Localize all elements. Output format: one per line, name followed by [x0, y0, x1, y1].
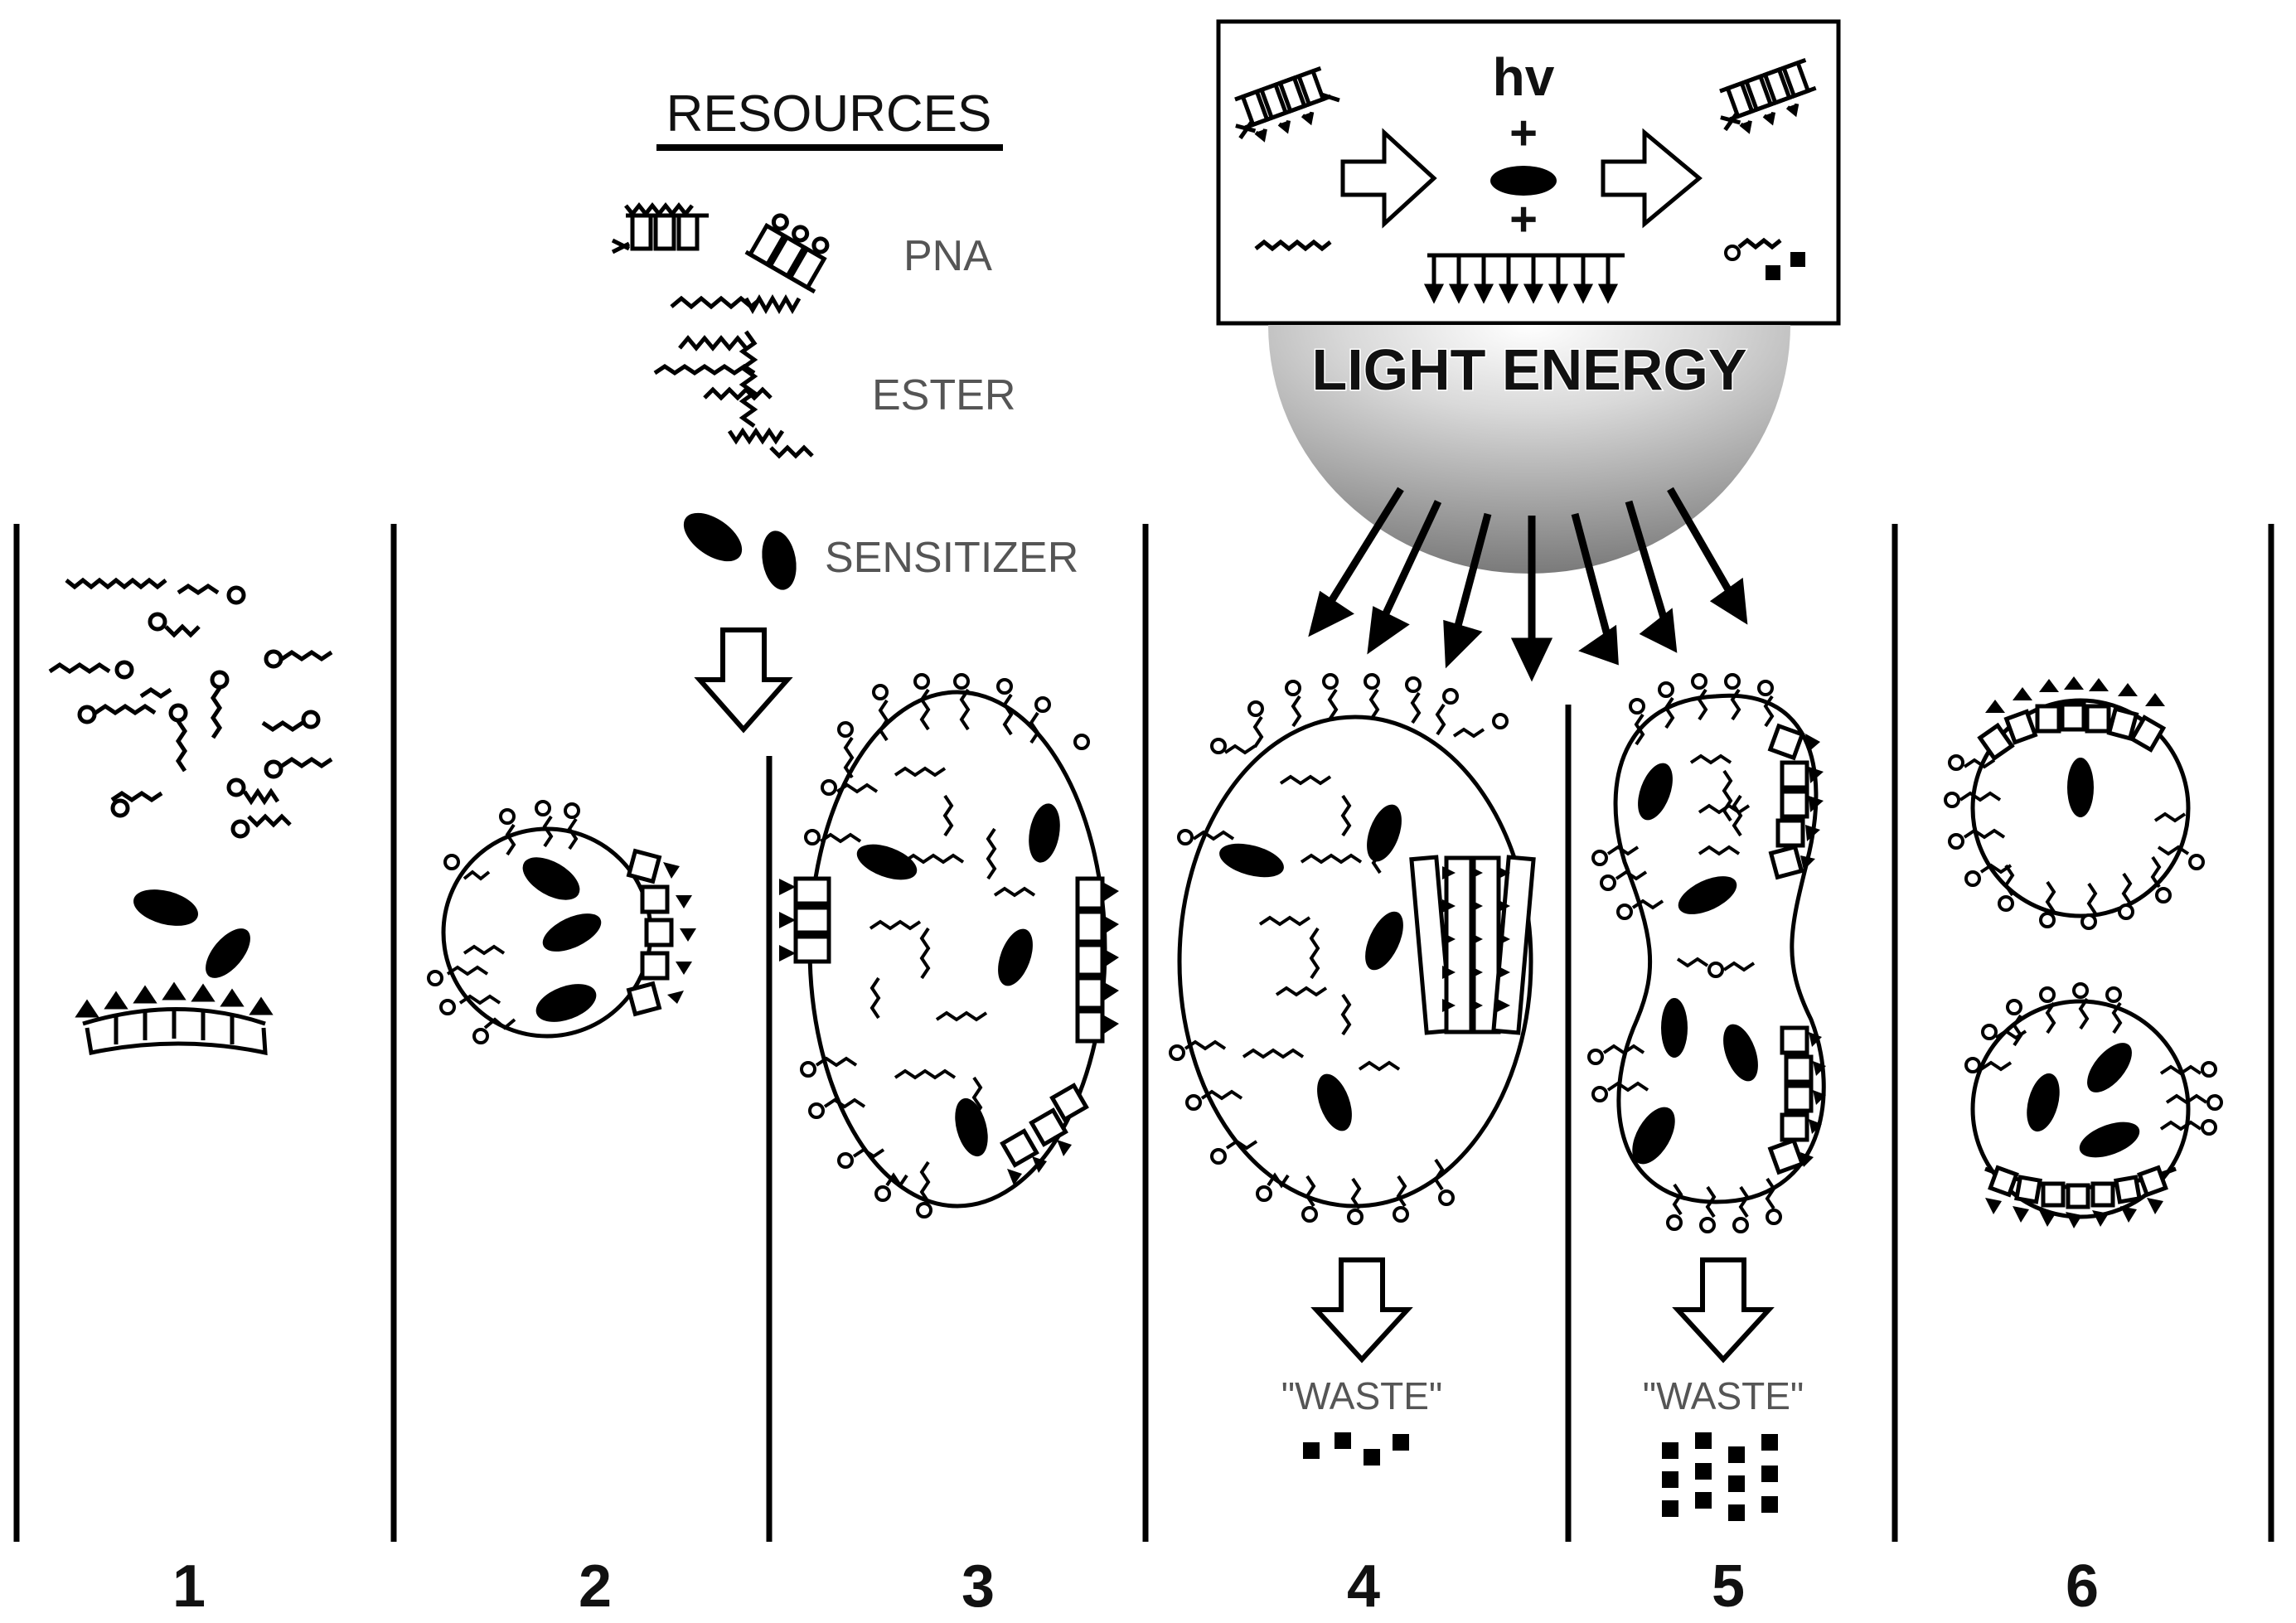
- stage-number-1: 1: [172, 1553, 206, 1620]
- light-rays: [1308, 487, 1748, 682]
- pna-glyph-right: [744, 213, 830, 294]
- sensitizer-glyphs: [683, 512, 797, 590]
- stage-number-4: 4: [1347, 1553, 1380, 1620]
- stage-6-daughter-cells: [1944, 676, 2223, 1228]
- stage-5-waste-label: "WASTE": [1643, 1374, 1804, 1417]
- pna-glyph-left: [611, 201, 709, 254]
- resources-panel: RESOURCES PNA ESTER: [611, 85, 1078, 734]
- stage-1-scene: [48, 577, 333, 839]
- stage-number-3: 3: [962, 1553, 995, 1620]
- stage-number-2: 2: [579, 1553, 612, 1620]
- stage-5-waste-arrow: [1672, 1257, 1775, 1364]
- light-energy-label: LIGHT ENERGY: [1311, 337, 1746, 402]
- stage-2-protocell: [427, 800, 696, 1044]
- reaction-arrow-2: [1601, 128, 1703, 229]
- reaction-box: hv + +: [1216, 19, 1841, 326]
- stage-4-waste-label: "WASTE": [1281, 1374, 1443, 1417]
- stage-numbers: 1 2 3 4 5 6: [172, 1553, 2099, 1620]
- stage-number-6: 6: [2066, 1553, 2099, 1620]
- stage-4-protocell: "WASTE": [1169, 673, 1536, 1466]
- light-source: LIGHT ENERGY: [1268, 325, 1790, 682]
- stage-dividers: [13, 524, 2274, 1542]
- stage-5-dividing-protocell: "WASTE": [1587, 673, 1826, 1521]
- resource-label-pna: PNA: [903, 232, 992, 280]
- reaction-arrow-1: [1340, 128, 1437, 229]
- stage-number-5: 5: [1712, 1553, 1745, 1620]
- plus-bottom: +: [1509, 192, 1538, 246]
- resource-label-sensitizer: SENSITIZER: [825, 534, 1078, 582]
- photon-label: hv: [1493, 47, 1555, 107]
- stage-1-pna-comb: [75, 981, 274, 1056]
- resource-label-ester: ESTER: [872, 371, 1015, 419]
- plus-top: +: [1509, 106, 1538, 160]
- stage-4-waste-arrow: [1310, 1257, 1413, 1364]
- stage-1-sensitizers: [133, 889, 250, 978]
- resource-down-arrow: [694, 627, 793, 734]
- stage-3-protocell: [779, 673, 1119, 1218]
- ester-glyphs: [653, 293, 814, 459]
- resources-heading: RESOURCES: [666, 85, 992, 143]
